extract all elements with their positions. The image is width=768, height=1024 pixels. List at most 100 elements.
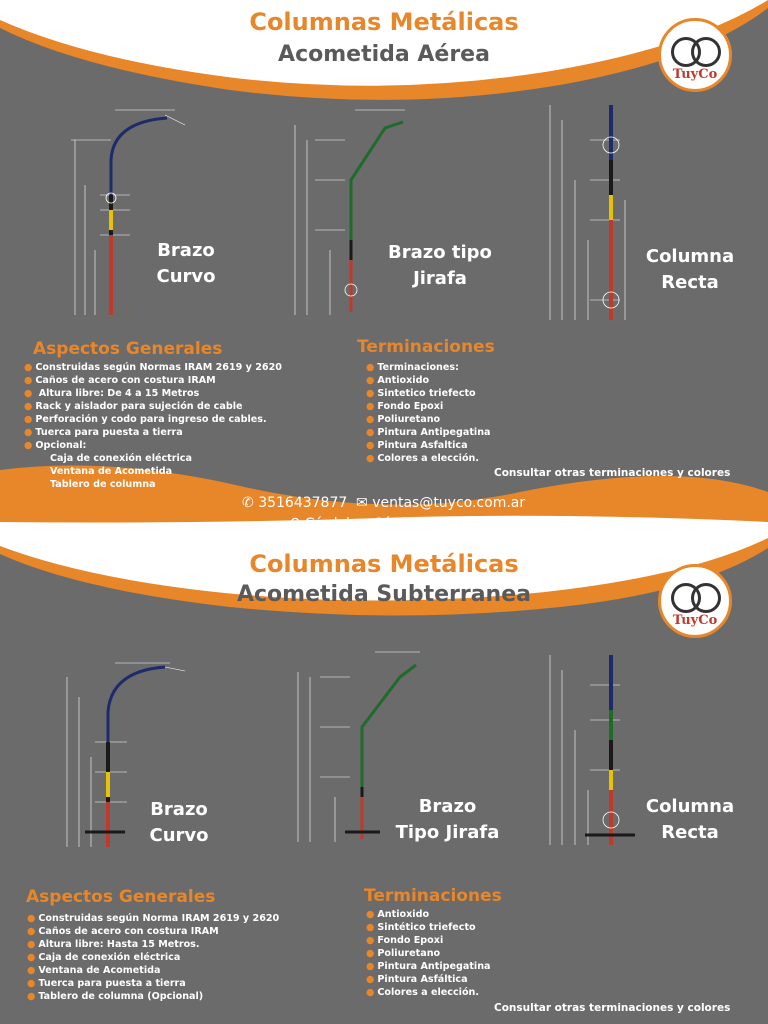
bullet-icon: ● <box>24 414 33 425</box>
list-item-text: Tuerca para puesta a tierra <box>35 427 183 438</box>
list-item: ●Tuerca para puesta a tierra <box>24 426 282 439</box>
list-item-text: Sintetico triefecto <box>377 388 476 399</box>
bullet-icon: ● <box>366 961 375 972</box>
list-item: ●Altura libre: Hasta 15 Metros. <box>27 938 279 951</box>
consult-note: Consultar otras terminaciones y colores <box>494 467 731 479</box>
list-item-text: Caños de acero con costura IRAM <box>35 375 216 386</box>
terminaciones-list: ●Terminaciones:●Antioxido●Sintetico trie… <box>366 361 491 465</box>
list-item: ●Ventana de Acometida <box>27 964 279 977</box>
list-item: Tablero de columna <box>24 478 282 491</box>
email-contact[interactable]: ✉ ventas@tuyco.com.ar <box>356 495 525 511</box>
aspectos-title: Aspectos Generales <box>33 339 223 359</box>
list-item-text: Altura libre: Hasta 15 Metros. <box>38 939 200 950</box>
bullet-icon: ● <box>366 948 375 959</box>
terminaciones-title: Terminaciones <box>364 886 502 906</box>
list-item: ● Altura libre: De 4 a 15 Metros <box>24 387 282 400</box>
bullet-icon: ● <box>366 974 375 985</box>
label-line1: Brazo tipo <box>388 242 492 263</box>
list-item-text: Altura libre: De 4 a 15 Metros <box>35 388 200 399</box>
mail-icon: ✉ <box>356 495 368 511</box>
bullet-icon: ● <box>24 375 33 386</box>
bullet-icon: ● <box>27 991 36 1002</box>
bullet-icon: ● <box>366 401 375 412</box>
list-item: ●Pintura Antipegatina <box>366 426 491 439</box>
list-item-text: Poliuretano <box>377 948 441 959</box>
bullet-icon: ● <box>366 909 375 920</box>
aspectos-list: ●Construidas según Normas IRAM 2619 y 26… <box>24 361 282 491</box>
list-item: ●Opcional: <box>24 439 282 452</box>
list-item-text: Ventana de Acometida <box>50 466 173 477</box>
page-title: Columnas Metálicas <box>249 550 519 578</box>
list-item-text: Antioxido <box>377 909 430 920</box>
label-line2: Curvo <box>149 825 209 846</box>
list-item-text: Colores a elección. <box>377 453 480 464</box>
bullet-icon: ● <box>366 987 375 998</box>
list-item: ●Rack y aislador para sujeción de cable <box>24 400 282 413</box>
page-title: Columnas Metálicas <box>249 8 519 36</box>
label-line1: Columna <box>645 796 735 817</box>
list-item: ●Antioxido <box>366 374 491 387</box>
bullet-icon: ● <box>24 427 33 438</box>
list-item: ●Poliuretano <box>366 413 491 426</box>
bullet-icon: ● <box>24 362 33 373</box>
list-item: ●Caja de conexión eléctrica <box>27 951 279 964</box>
list-item-text: Antioxido <box>377 375 430 386</box>
label-line1: Brazo <box>157 240 215 261</box>
page-subtitle: Acometida Aérea <box>278 42 490 67</box>
list-item-text: Perforación y codo para ingreso de cable… <box>35 414 267 425</box>
bullet-icon: ● <box>366 414 375 425</box>
list-item: ●Construidas según Normas IRAM 2619 y 26… <box>24 361 282 374</box>
list-item: ●Poliuretano <box>366 947 491 960</box>
diagram-label-brazo-curvo: Brazo Curvo <box>140 238 232 290</box>
terminaciones-list: ●Antioxido●Sintético triefecto●Fondo Epo… <box>366 908 491 999</box>
logo-text: TuyCo <box>672 613 718 628</box>
list-item-text: Tablero de columna (Opcional) <box>38 991 204 1002</box>
label-line1: Columna <box>645 246 735 267</box>
list-item: ●Antioxido <box>366 908 491 921</box>
list-item: ●Sintético triefecto <box>366 921 491 934</box>
list-item-text: Construidas según Normas IRAM 2619 y 262… <box>35 362 282 373</box>
diagram-columna-recta <box>549 655 635 845</box>
list-item: Ventana de Acometida <box>24 465 282 478</box>
list-item: ●Pintura Asfáltica <box>366 973 491 986</box>
bullet-icon: ● <box>27 952 36 963</box>
location-contact: ⚲ Córdoba- Córdoba <box>290 516 432 532</box>
list-item-text: Tablero de columna <box>50 479 156 490</box>
list-item-text: Rack y aislador para sujeción de cable <box>35 401 243 412</box>
bullet-icon: ● <box>27 926 36 937</box>
label-line2: Recta <box>661 272 719 293</box>
diagram-brazo-curvo <box>66 662 186 847</box>
panel-background-shapes <box>0 512 768 616</box>
bullet-icon: ● <box>27 978 36 989</box>
list-item: ●Sintetico triefecto <box>366 387 491 400</box>
bullet-icon: ● <box>24 401 33 412</box>
diagram-columna-recta <box>549 105 626 320</box>
list-item: ●Tablero de columna (Opcional) <box>27 990 279 1003</box>
list-item-text: Ventana de Acometida <box>38 965 161 976</box>
label-line1: Brazo <box>418 796 477 817</box>
bullet-icon: ● <box>366 922 375 933</box>
email-address: ventas@tuyco.com.ar <box>372 495 526 511</box>
bullet-icon: ● <box>27 939 36 950</box>
phone-contact[interactable]: ✆ 3516437877 <box>242 495 347 511</box>
list-item-text: Fondo Epoxi <box>377 935 444 946</box>
label-line1: Brazo <box>150 799 208 820</box>
diagram-brazo-jirafa <box>294 109 405 315</box>
label-line2: Jirafa <box>413 268 467 289</box>
bullet-icon: ● <box>366 388 375 399</box>
location-text: Córdoba- Córdoba <box>304 516 432 532</box>
list-item: ●Tuerca para puesta a tierra <box>27 977 279 990</box>
list-item: ●Caños de acero con costura IRAM <box>27 925 279 938</box>
diagram-label-columna-recta: Columna Recta <box>635 794 745 846</box>
list-item-text: Colores a elección. <box>377 987 480 998</box>
diagram-label-columna-recta: Columna Recta <box>635 244 745 296</box>
list-item: ●Fondo Epoxi <box>366 934 491 947</box>
list-item-text: Pintura Antipegatina <box>377 427 491 438</box>
terminaciones-title: Terminaciones <box>357 337 495 357</box>
list-item-text: Tuerca para puesta a tierra <box>38 978 186 989</box>
diagram-label-brazo-curvo: Brazo Curvo <box>133 797 225 849</box>
label-line2: Tipo Jirafa <box>395 822 500 843</box>
list-item: Caja de conexión eléctrica <box>24 452 282 465</box>
list-item: ●Pintura Asfaltica <box>366 439 491 452</box>
